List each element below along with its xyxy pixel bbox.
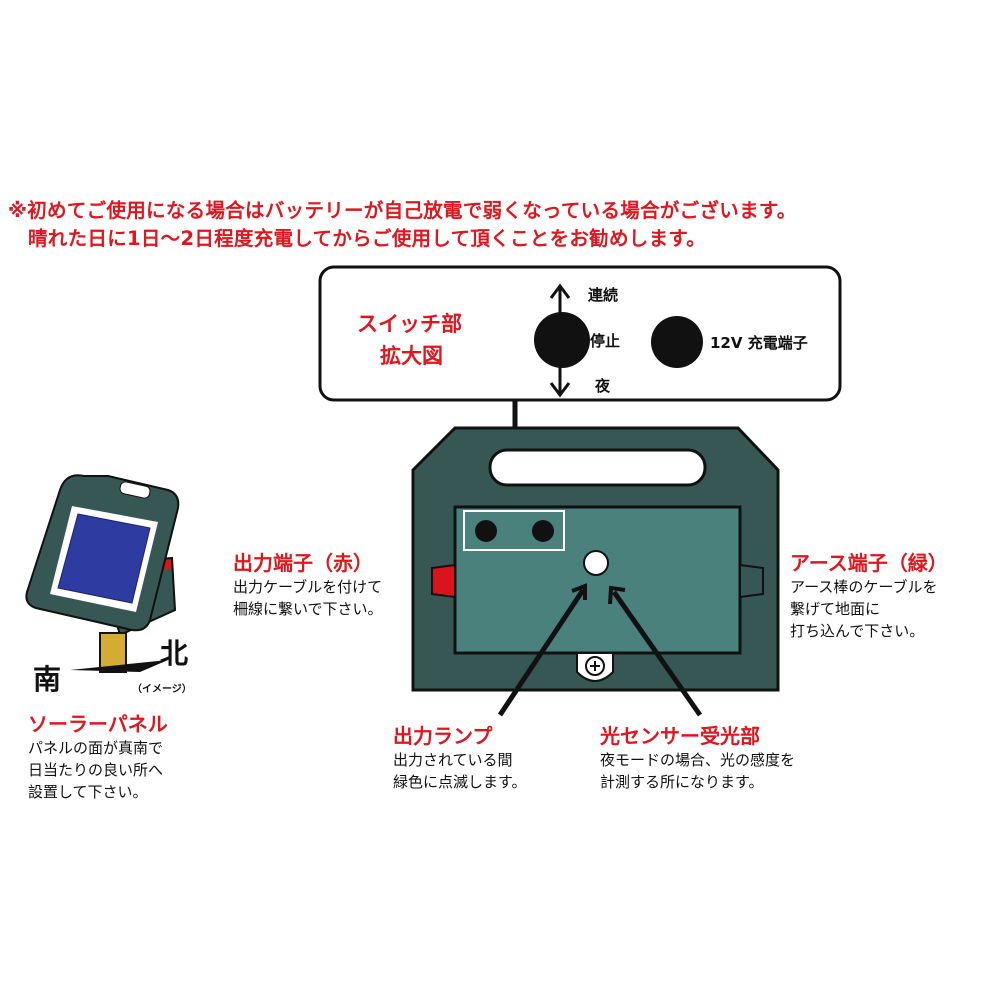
switch-pos-stop: 停止 [590,332,621,350]
solar-panel-line: パネルの面が真南で [28,739,164,757]
output-terminal-info: 出力端子（赤） 出力ケーブルを付けて 柵線に繋いで下さい。 [233,547,383,620]
output-lamp-line: 出力されている間 [393,751,513,769]
light-sensor-line: 計測する所になります。 [600,773,764,791]
north-label: 北 [160,637,189,670]
solar-panel-title: ソーラーパネル [28,712,168,736]
sensor-arrow [611,590,703,717]
light-sensor-info: 光センサー受光部 夜モードの場合、光の感度を 計測する所になります。 [600,720,795,793]
solar-panel-line: 設置して下さい。 [28,783,148,801]
solar-energizer-illustration [25,474,180,673]
screw-icon [585,656,605,676]
charge-port-icon [651,316,703,368]
notice-line-2: 晴れた日に1日〜2日程度充電してからご使用して頂くことをお勧めします。 [28,227,707,250]
lamp-arrow [497,588,586,717]
switch-pos-night: 夜 [595,377,611,395]
earth-terminal-line: 繋げて地面に [790,600,881,618]
light-sensor-title: 光センサー受光部 [600,724,760,748]
solar-cells [57,513,151,604]
stake [99,632,127,673]
switch-title-1: スイッチ部 [357,312,462,336]
red-terminal-icon [431,563,456,599]
output-lamp-line: 緑色に点滅します。 [393,773,527,791]
earth-terminal-title: アース端子（緑） [790,551,948,575]
output-terminal-title: 出力端子（赤） [233,551,373,575]
handle-hole [488,448,707,487]
switch-area [463,510,565,551]
output-lamp-title: 出力ランプ [393,724,493,748]
earth-terminal-line: 打ち込んで下さい。 [790,622,925,640]
earth-terminal-line: アース棒のケーブルを [790,578,938,596]
earth-terminal-icon [739,563,764,599]
notice-line-1: ※初めてご使用になる場合はバッテリーが自己放電で弱くなっている場合がございます。 [8,199,797,222]
switch-pos-continuous: 連続 [588,286,619,304]
charge-port-label: 12V 充電端子 [710,334,808,352]
energizer-device [411,426,780,692]
south-label: 南 [33,663,62,696]
image-note: （イメージ） [132,684,192,695]
switch-knob-icon [534,312,590,368]
output-terminal-line: 柵線に繋いで下さい。 [233,600,383,618]
output-lamp-info: 出力ランプ 出力されている間 緑色に点滅します。 [393,720,527,793]
solar-panel-info: ソーラーパネル パネルの面が真南で 日当たりの良い所へ 設置して下さい。 [28,708,168,803]
earth-terminal-info: アース端子（緑） アース棒のケーブルを 繋げて地面に 打ち込んで下さい。 [790,547,948,642]
output-terminal-line: 出力ケーブルを付けて [233,578,383,596]
light-sensor-line: 夜モードの場合、光の感度を [600,751,796,769]
solar-panel-line: 日当たりの良い所へ [28,761,164,779]
light-sensor-icon [583,550,609,576]
switch-title-2: 拡大図 [380,344,443,368]
